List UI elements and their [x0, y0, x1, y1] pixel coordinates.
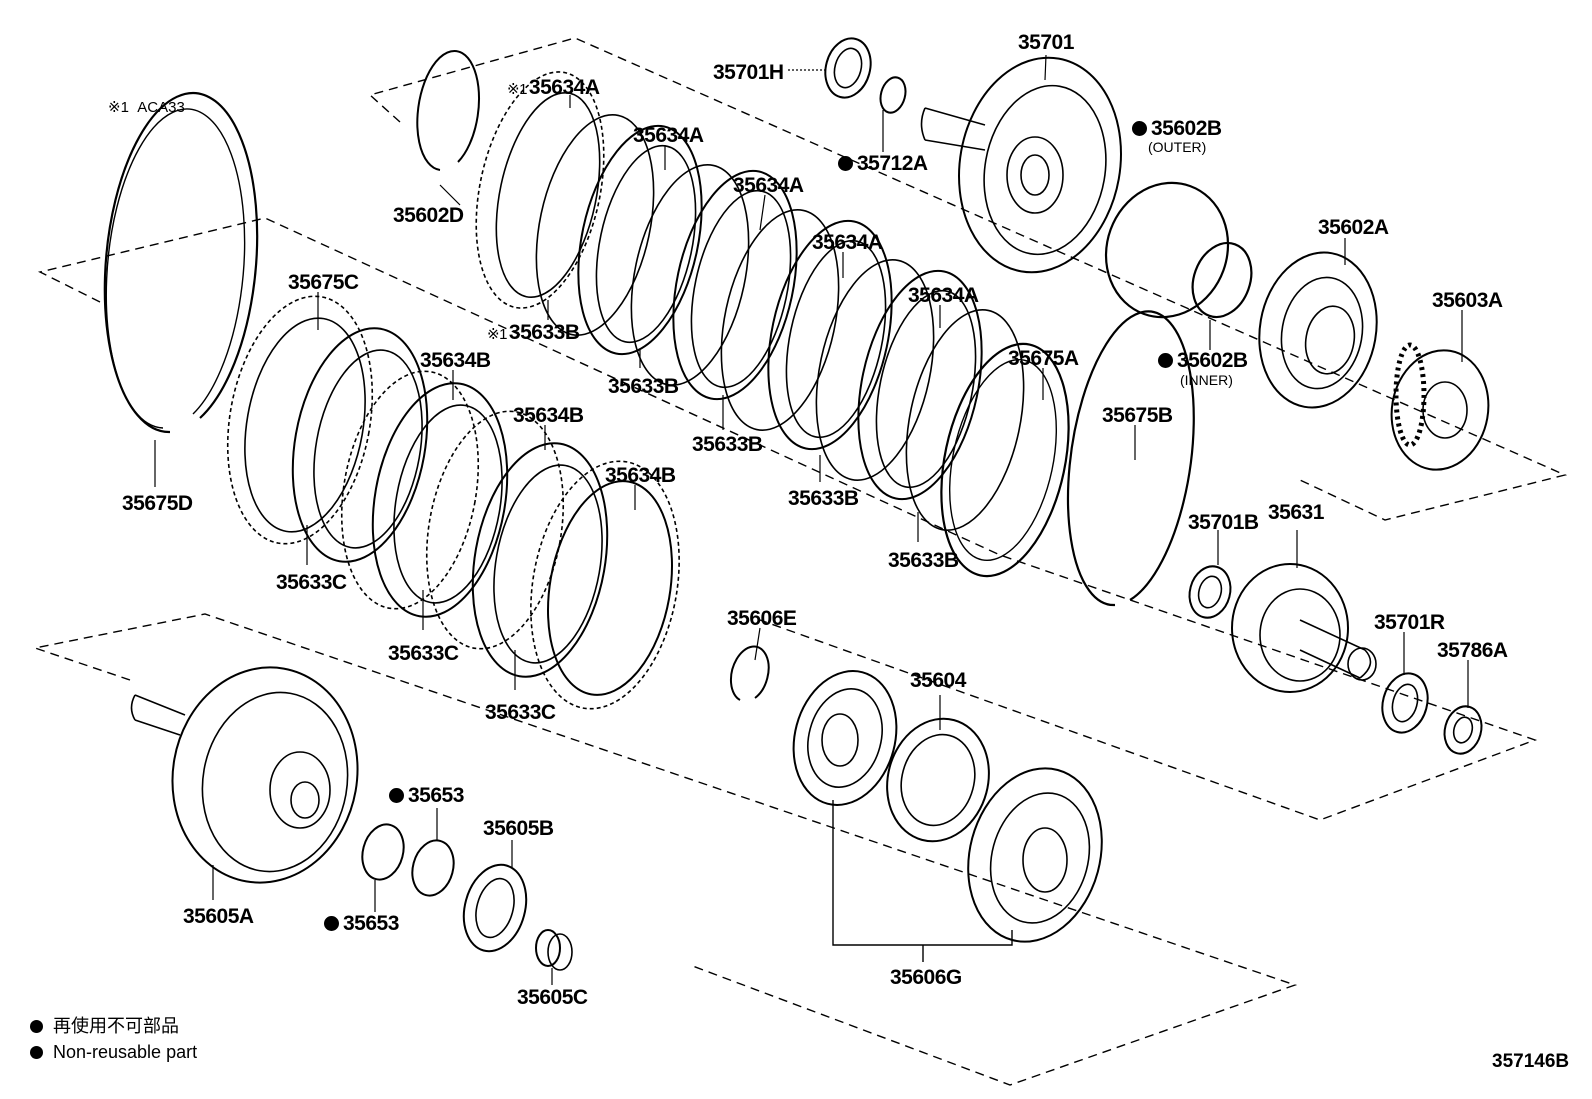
spring-35603A — [1390, 342, 1490, 471]
label-35602B-outer-text: 35602B — [1151, 117, 1222, 140]
label-35701H: 35701H — [713, 61, 784, 84]
non-reusable-dot — [1158, 353, 1173, 368]
plate-35606G — [792, 670, 898, 806]
seal-35602B-outer — [1104, 181, 1230, 319]
non-reusable-dot — [1132, 121, 1147, 136]
clutch-pack-upper — [475, 71, 1070, 578]
label-35653-a-text: 35653 — [408, 784, 464, 807]
label-35634B-3: 35634B — [605, 464, 676, 487]
label-35633C-3: 35633C — [485, 701, 556, 724]
label-35605A: 35605A — [183, 905, 254, 928]
mark-aca33: ※1 — [487, 326, 507, 343]
label-35653-a: 35653 — [389, 785, 464, 806]
label-35633B-4: 35633B — [788, 487, 859, 510]
label-35653-b-text: 35653 — [343, 912, 399, 935]
note-mark: ※1 — [108, 99, 129, 116]
label-35701B: 35701B — [1188, 511, 1259, 534]
label-35602B-inner: 35602B — [1158, 350, 1248, 371]
snap-ring-35675D — [103, 91, 259, 434]
label-35634A-1: ※135634A — [507, 76, 600, 99]
washer-35786A — [1443, 705, 1483, 755]
label-35605B: 35605B — [483, 817, 554, 840]
label-35634A-3: 35634A — [733, 174, 804, 197]
label-35602A: 35602A — [1318, 216, 1389, 239]
label-35602B-inner-text: 35602B — [1177, 349, 1248, 372]
non-reusable-dot — [838, 156, 853, 171]
label-35602B-outer-sub: (OUTER) — [1148, 139, 1207, 155]
label-35653-b: 35653 — [324, 913, 399, 934]
legend-dot-icon — [30, 1020, 43, 1033]
legend-dot-icon — [30, 1046, 43, 1059]
needle-bearing-35605C — [535, 929, 573, 971]
one-way-clutch-35604 — [886, 717, 990, 843]
label-35603A: 35603A — [1432, 289, 1503, 312]
snap-ring-35606E — [730, 645, 770, 701]
clutch-pack-lower — [226, 295, 680, 710]
o-ring-35653-a — [411, 839, 455, 897]
label-35633C-2: 35633C — [388, 642, 459, 665]
label-35606G: 35606G — [890, 966, 962, 989]
non-reusable-dot — [389, 788, 404, 803]
label-35634B-2: 35634B — [513, 404, 584, 427]
label-35633B-5: 35633B — [888, 549, 959, 572]
label-35675A: 35675A — [1008, 347, 1079, 370]
drum-35605A — [130, 666, 359, 884]
drum-35701 — [920, 56, 1122, 274]
label-35712A: 35712A — [838, 153, 928, 174]
label-35675C: 35675C — [288, 271, 359, 294]
label-35675D: 35675D — [122, 492, 193, 515]
label-35634A-4: 35634A — [812, 231, 883, 254]
group-outline-upper — [368, 37, 1568, 521]
label-35631: 35631 — [1268, 501, 1324, 524]
label-35602B-outer: 35602B — [1132, 118, 1222, 139]
label-35634A-5: 35634A — [908, 284, 979, 307]
label-35604: 35604 — [910, 669, 966, 692]
non-reusable-dot — [324, 916, 339, 931]
o-ring-35653-b — [361, 823, 405, 881]
bearing-35701H — [824, 37, 872, 99]
mark-aca33: ※1 — [507, 81, 527, 98]
legend-en: Non-reusable part — [30, 1043, 197, 1061]
label-35701: 35701 — [1018, 31, 1074, 54]
bearing-35605B — [462, 863, 528, 953]
label-35633C-1: 35633C — [276, 571, 347, 594]
label-35634A-1-text: 35634A — [528, 76, 600, 99]
label-35602D: 35602D — [393, 204, 464, 227]
label-35634A-2: 35634A — [633, 124, 704, 147]
note-text: ACA33 — [137, 99, 185, 116]
bearing-35701B — [1188, 565, 1232, 619]
label-35602B-inner-sub: (INNER) — [1180, 372, 1233, 388]
leader-lines — [154, 54, 1469, 985]
label-35786A: 35786A — [1437, 639, 1508, 662]
legend-en-text: Non-reusable part — [53, 1042, 198, 1062]
label-35605C: 35605C — [517, 986, 588, 1009]
hub-35631 — [1231, 563, 1377, 693]
o-ring-35712A — [879, 76, 907, 114]
label-35606E: 35606E — [727, 607, 797, 630]
piston-35602A — [1258, 251, 1378, 409]
diagram-code: 357146B — [1492, 1051, 1570, 1072]
label-35633B-3: 35633B — [692, 433, 763, 456]
group-outline-middle — [37, 217, 1538, 821]
bearing-35701R — [1381, 672, 1429, 734]
label-35701R: 35701R — [1374, 611, 1445, 634]
label-35633B-1: ※135633B — [487, 321, 580, 344]
snap-ring-35602D — [416, 50, 480, 171]
label-35675B: 35675B — [1102, 404, 1173, 427]
legend-jp: 再使用不可部品 — [30, 1017, 179, 1035]
seal-35602B-inner — [1191, 241, 1253, 319]
label-35633B-1-text: 35633B — [508, 321, 580, 344]
legend-jp-text: 再使用不可部品 — [53, 1016, 179, 1036]
note-aca33: ※1 ACA33 — [108, 100, 185, 115]
group-outline-lower — [32, 613, 1298, 1086]
label-35634B-1: 35634B — [420, 349, 491, 372]
label-35633B-2: 35633B — [608, 375, 679, 398]
label-35712A-text: 35712A — [857, 152, 928, 175]
hub-35606G — [967, 767, 1103, 943]
